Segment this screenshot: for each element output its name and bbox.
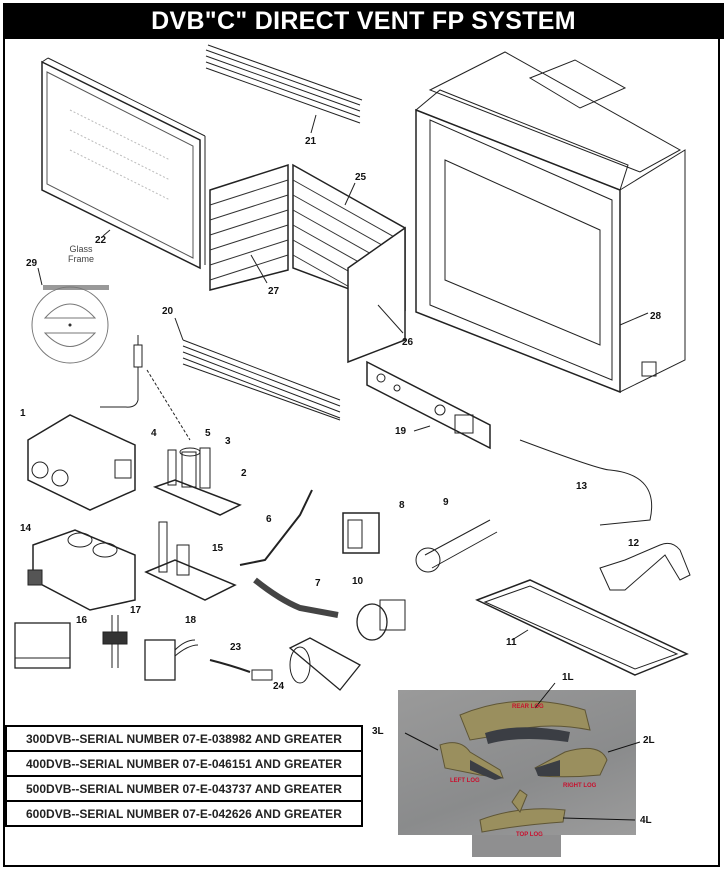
table-row: 400DVB--SERIAL NUMBER 07-E-046151 AND GR…: [5, 750, 363, 777]
glass-frame-caption: Glass Frame: [66, 244, 96, 264]
callout-14: 14: [20, 523, 32, 534]
log-set-photo-extension: [472, 835, 561, 857]
callout-4: 4: [151, 428, 157, 439]
leader-1l: [534, 682, 556, 709]
gas-valve-drawing: [27, 414, 136, 511]
caption-line-2: Frame: [67, 254, 94, 264]
top-log: [479, 789, 566, 833]
serial-cell: 500DVB--SERIAL NUMBER 07-E-043737 AND GR…: [5, 775, 363, 802]
callout-16: 16: [76, 615, 88, 626]
control-panel-drawing: [366, 360, 491, 450]
callout-11: 11: [506, 637, 517, 648]
electronic-gas-valve-drawing: [27, 529, 136, 611]
piezo-igniter-drawing: [415, 519, 498, 573]
callout-19: 19: [395, 426, 407, 437]
callout-27: 27: [268, 286, 280, 297]
ferrite-choke-drawing: [102, 615, 128, 668]
serial-cell: 400DVB--SERIAL NUMBER 07-E-046151 AND GR…: [5, 750, 363, 777]
callout-22: 22: [95, 235, 107, 246]
thermal-switch-drawing: [209, 659, 273, 681]
page-title: DVB"C" DIRECT VENT FP SYSTEM: [3, 3, 724, 39]
right-log: [534, 747, 608, 778]
callout-17: 17: [130, 605, 142, 616]
firebox-drawing: [415, 51, 686, 394]
callout-1l: 1L: [562, 672, 574, 683]
callout-26: 26: [402, 337, 414, 348]
pilot-tube-drawing: [239, 489, 313, 566]
air-shutter-drawing: [599, 542, 691, 591]
callout-4l: 4L: [640, 815, 652, 826]
electronic-pilot-drawing: [144, 521, 237, 601]
top-trim-drawing: [205, 44, 363, 134]
refractory-panel-drawing: [347, 226, 406, 364]
callout-23: 23: [230, 642, 242, 653]
bottom-trim-drawing: [174, 317, 341, 421]
top-log-label: TOP LOG: [516, 832, 543, 838]
callout-5: 5: [205, 428, 211, 439]
serial-number-table: 300DVB--SERIAL NUMBER 07-E-038982 AND GR…: [5, 725, 363, 827]
diagram-frame: [3, 39, 720, 867]
callout-20: 20: [162, 306, 174, 317]
leader-2l: [607, 741, 641, 753]
callout-18: 18: [185, 615, 197, 626]
serial-cell: 600DVB--SERIAL NUMBER 07-E-042626 AND GR…: [5, 800, 363, 827]
serial-cell: 300DVB--SERIAL NUMBER 07-E-038982 AND GR…: [5, 725, 363, 752]
callout-25: 25: [355, 172, 367, 183]
callout-2: 2: [241, 468, 247, 479]
callout-3: 3: [225, 436, 231, 447]
orifice-fitting-drawing: [356, 599, 406, 641]
callout-29: 29: [26, 258, 38, 269]
table-row: 500DVB--SERIAL NUMBER 07-E-043737 AND GR…: [5, 775, 363, 802]
glass-frame-drawing: [41, 57, 206, 270]
rear-log: [459, 700, 591, 744]
blower-drawing: [288, 637, 361, 691]
table-row: 600DVB--SERIAL NUMBER 07-E-042626 AND GR…: [5, 800, 363, 827]
title-text: DVB"C" DIRECT VENT FP SYSTEM: [151, 6, 576, 35]
callout-10: 10: [352, 576, 364, 587]
callout-8: 8: [399, 500, 405, 511]
leader-4l: [562, 817, 636, 821]
electrode-wire-drawing: [100, 335, 191, 441]
callout-6: 6: [266, 514, 272, 525]
burner-drawing: [475, 579, 689, 676]
right-log-label: RIGHT LOG: [563, 783, 597, 789]
leader-3l: [404, 732, 439, 751]
callout-7: 7: [315, 578, 321, 589]
callout-28: 28: [650, 311, 662, 322]
callout-24: 24: [273, 681, 285, 692]
ignition-module-drawing: [14, 622, 71, 669]
callout-12: 12: [628, 538, 640, 549]
callout-1: 1: [20, 408, 26, 419]
transformer-drawing: [144, 639, 199, 681]
callout-9: 9: [443, 497, 449, 508]
callout-2l: 2L: [643, 735, 655, 746]
left-log-label: LEFT LOG: [450, 778, 480, 784]
callout-13: 13: [576, 481, 588, 492]
rear-log-label: REAR LOG: [512, 704, 544, 710]
flex-connector-drawing: [253, 577, 339, 618]
callout-3l: 3L: [372, 726, 384, 737]
callout-15: 15: [212, 543, 224, 554]
wire-harness-drawing: [519, 439, 653, 526]
restrictor-disc-drawing: [31, 267, 109, 364]
caption-line-1: Glass: [69, 244, 93, 254]
table-row: 300DVB--SERIAL NUMBER 07-E-038982 AND GR…: [5, 725, 363, 752]
rocker-switch-drawing: [342, 512, 380, 554]
left-log: [439, 742, 504, 780]
callout-21: 21: [305, 136, 317, 147]
pilot-assembly-drawing: [152, 447, 242, 516]
